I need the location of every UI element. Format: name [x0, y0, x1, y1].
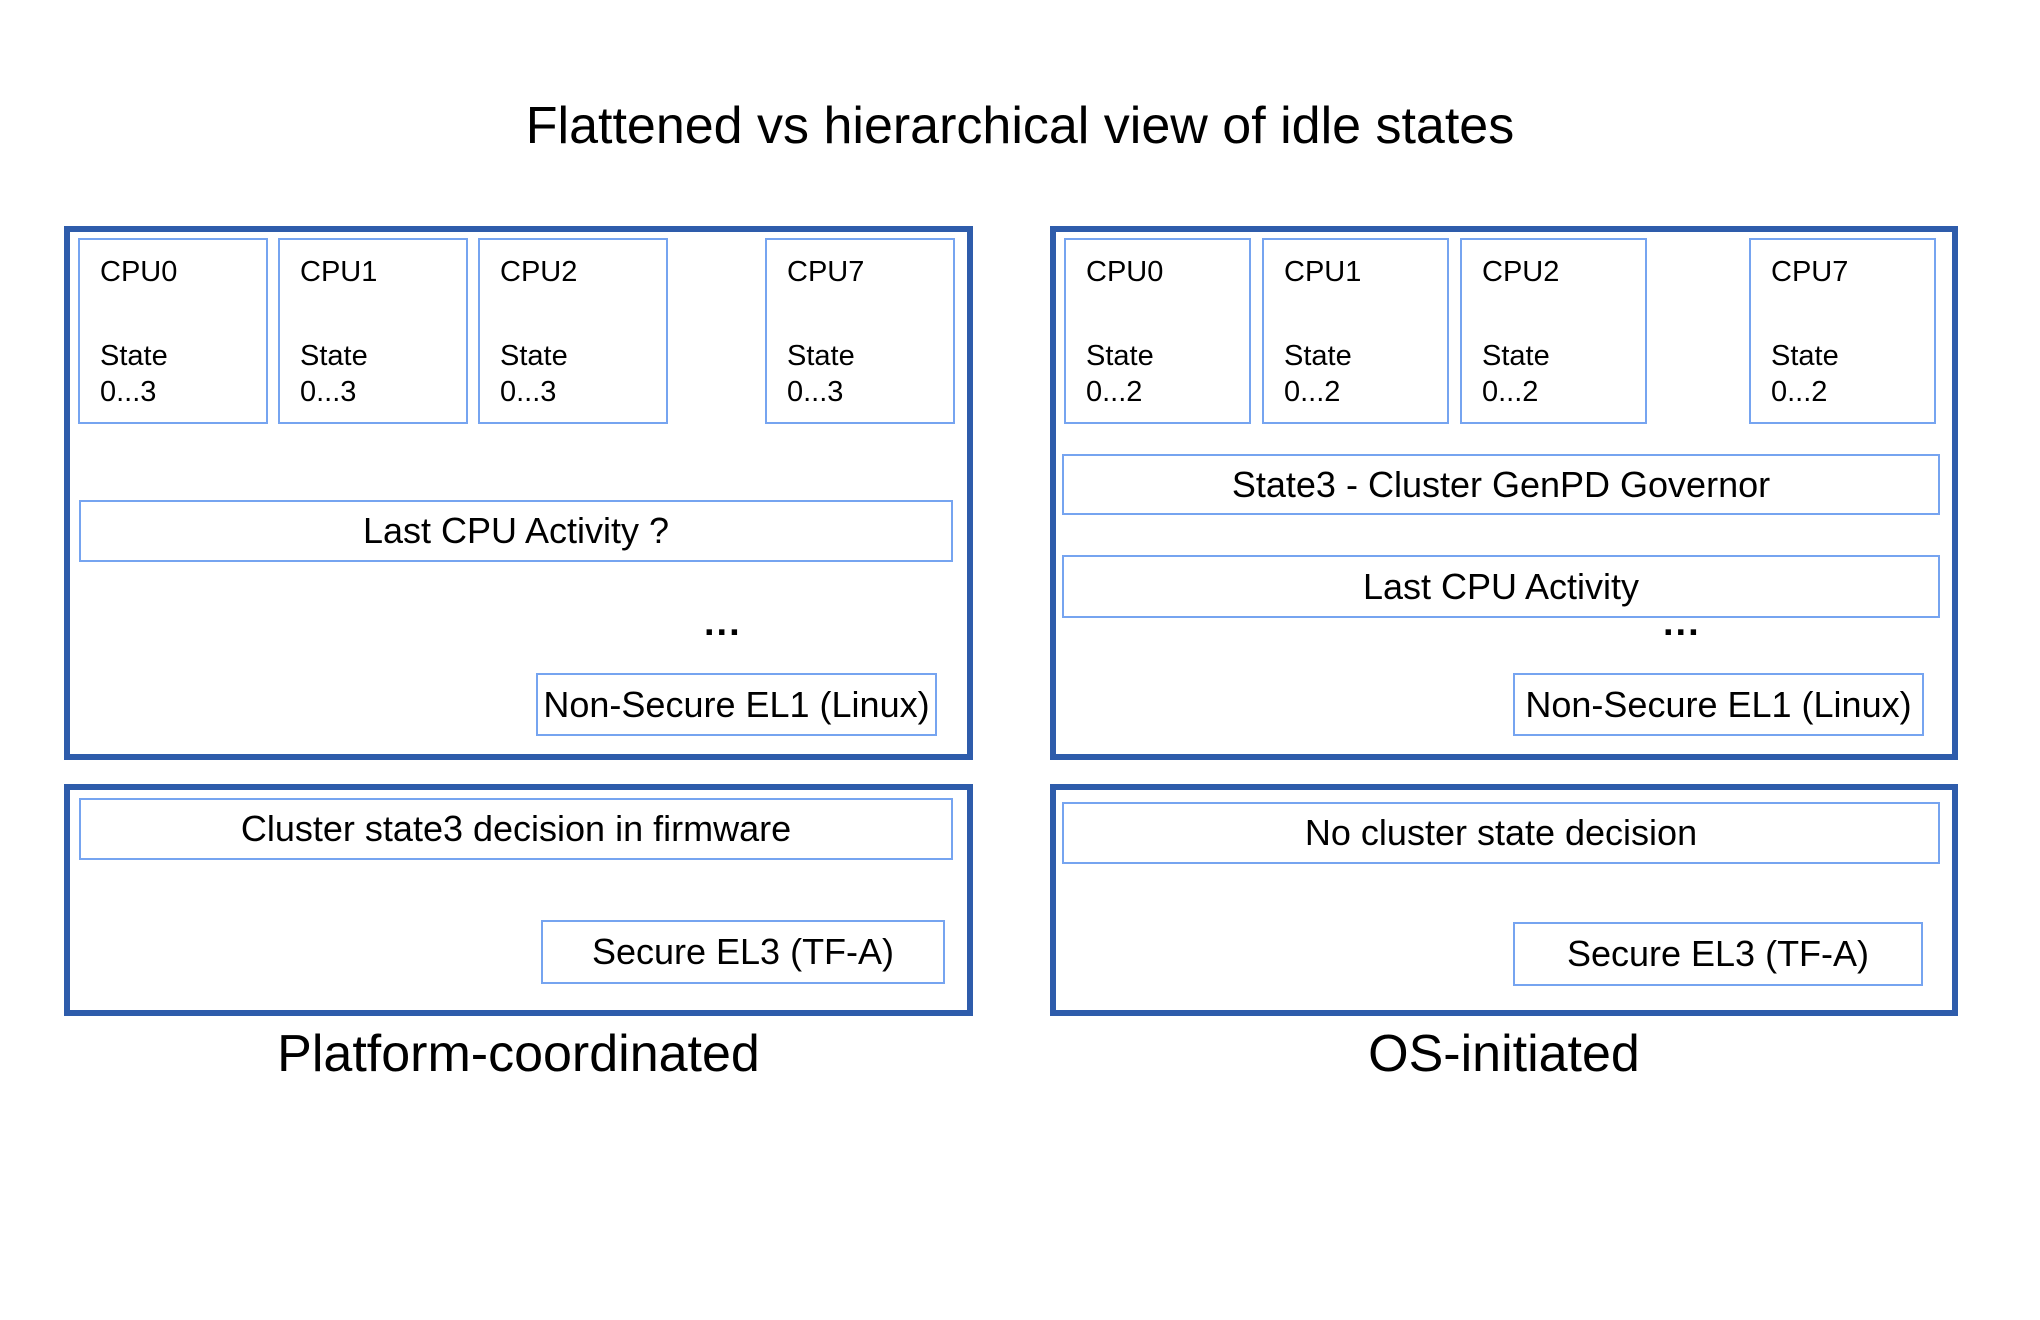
cpu-card: CPU2 State 0...2 — [1460, 238, 1647, 424]
cpu-name: CPU1 — [1284, 256, 1362, 288]
cpu-state-range: 0...2 — [1284, 375, 1341, 408]
right-nonsecure-el1-box: CPU0 State 0...2 CPU1 State 0...2 CPU2 S… — [1050, 226, 1958, 760]
slide-title: Flattened vs hierarchical view of idle s… — [525, 97, 1515, 155]
right-panel-caption: OS-initiated — [1368, 1025, 1640, 1083]
no-cluster-decision-bar: No cluster state decision — [1062, 802, 1940, 864]
cpu-state-word: State — [300, 339, 368, 372]
cpu-name: CPU2 — [500, 256, 578, 288]
cpu-state: State 0...2 — [1771, 338, 1928, 411]
right-secure-el3-box: No cluster state decision Secure EL3 (TF… — [1050, 784, 1958, 1016]
cpu-state-word: State — [1086, 339, 1154, 372]
cpu-state-word: State — [500, 339, 568, 372]
cpu-state-word: State — [1284, 339, 1352, 372]
cpu-state-range: 0...3 — [100, 375, 157, 408]
cpu-state-range: 0...2 — [1086, 375, 1143, 408]
last-cpu-activity-bar: Last CPU Activity ? — [79, 500, 953, 562]
non-secure-el1-label-box: Non-Secure EL1 (Linux) — [536, 673, 937, 736]
cpu-state: State 0...3 — [300, 338, 460, 411]
cpu-state-range: 0...2 — [1482, 375, 1539, 408]
cpu-card: CPU7 State 0...2 — [1749, 238, 1936, 424]
cpu-state-range: 0...3 — [300, 375, 357, 408]
cpu-card: CPU1 State 0...2 — [1262, 238, 1449, 424]
left-nonsecure-el1-box: CPU0 State 0...3 CPU1 State 0...3 CPU2 S… — [64, 226, 973, 760]
cpu-state-word: State — [787, 339, 855, 372]
left-panel-caption: Platform-coordinated — [277, 1025, 760, 1083]
cpu-state-word: State — [1771, 339, 1839, 372]
cpu-state: State 0...2 — [1086, 338, 1243, 411]
cpu-state: State 0...2 — [1482, 338, 1639, 411]
cluster-genpd-governor-bar: State3 - Cluster GenPD Governor — [1062, 454, 1940, 515]
last-cpu-activity-bar: Last CPU Activity — [1062, 555, 1940, 618]
cpu-card: CPU2 State 0...3 — [478, 238, 668, 424]
cluster-decision-bar: Cluster state3 decision in firmware — [79, 798, 953, 860]
cpu-state: State 0...2 — [1284, 338, 1441, 411]
cpu-name: CPU2 — [1482, 256, 1560, 288]
cpu-name: CPU7 — [1771, 256, 1849, 288]
cpu-name: CPU0 — [100, 256, 178, 288]
cpu-state-range: 0...3 — [500, 375, 557, 408]
cpu-state-range: 0...3 — [787, 375, 844, 408]
ellipsis: ... — [704, 602, 742, 644]
secure-el3-label-box: Secure EL3 (TF-A) — [1513, 922, 1923, 986]
cpu-state-word: State — [100, 339, 168, 372]
cpu-state-word: State — [1482, 339, 1550, 372]
left-secure-el3-box: Cluster state3 decision in firmware Secu… — [64, 784, 973, 1016]
cpu-state: State 0...3 — [500, 338, 660, 411]
cpu-name: CPU1 — [300, 256, 378, 288]
non-secure-el1-label-box: Non-Secure EL1 (Linux) — [1513, 673, 1924, 736]
cpu-card: CPU7 State 0...3 — [765, 238, 955, 424]
cpu-state: State 0...3 — [100, 338, 260, 411]
secure-el3-label-box: Secure EL3 (TF-A) — [541, 920, 945, 984]
cpu-name: CPU0 — [1086, 256, 1164, 288]
cpu-name: CPU7 — [787, 256, 865, 288]
cpu-state-range: 0...2 — [1771, 375, 1828, 408]
cpu-card: CPU1 State 0...3 — [278, 238, 468, 424]
cpu-card: CPU0 State 0...2 — [1064, 238, 1251, 424]
cpu-state: State 0...3 — [787, 338, 947, 411]
cpu-card: CPU0 State 0...3 — [78, 238, 268, 424]
